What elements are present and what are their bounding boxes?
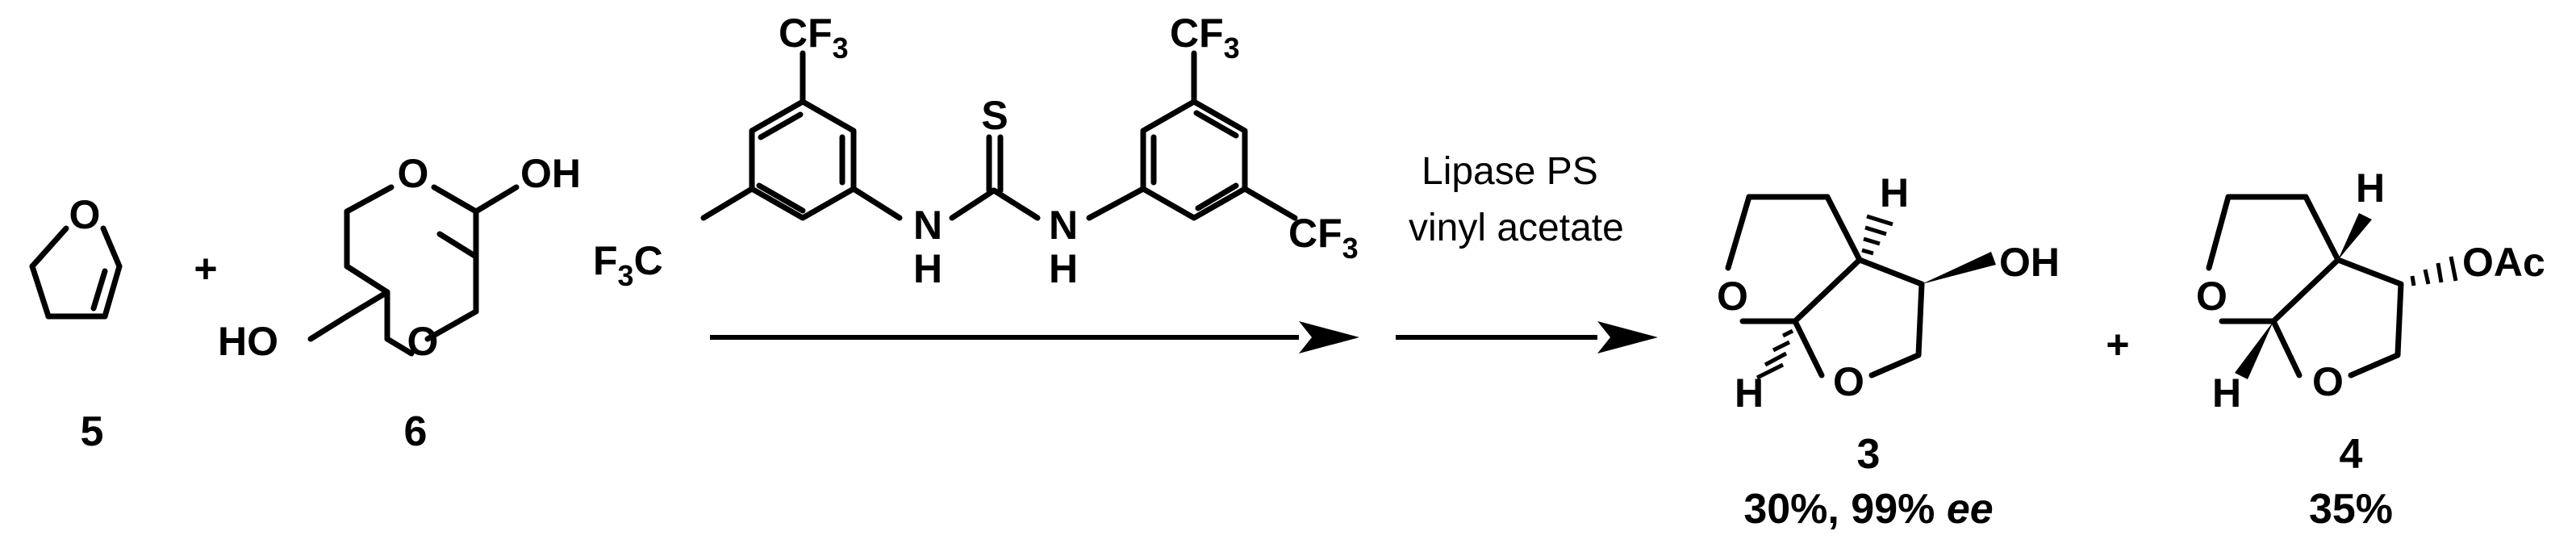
cf3-group: CF3 (1288, 211, 1359, 265)
atom-hydrogen: H (1735, 370, 1764, 416)
atom-oxygen: O (2312, 359, 2344, 404)
atom-nitrogen: N (913, 203, 942, 248)
atom-oxygen-top: O (398, 151, 429, 196)
atom-hydrogen: H (1880, 170, 1909, 215)
atom-oxygen: O (1833, 359, 1864, 404)
compound-3-yield: 30%, 99% ee (1743, 486, 1993, 533)
f3c-group: F3C (593, 238, 663, 292)
compound-4-yield: 35% (2309, 486, 2393, 533)
compound-5-structure: O (29, 192, 123, 320)
compound-3-structure: H OH H O O (1717, 170, 2060, 416)
compound-4-label: 4 (2340, 431, 2363, 478)
compound-6-structure: O O OH HO (218, 151, 581, 364)
reaction-arrow (710, 321, 1359, 353)
atom-hydrogen: H (1049, 246, 1078, 291)
reagent-vinyl-acetate: vinyl acetate (1409, 207, 1624, 249)
atom-oxygen: O (69, 192, 101, 237)
cf3-group: CF3 (779, 10, 849, 65)
plus-sign: + (194, 246, 217, 291)
atom-nitrogen: N (1049, 203, 1078, 248)
atom-hydrogen: H (913, 246, 942, 291)
hydroxyl-group: OH (1999, 240, 2060, 285)
compound-4-structure: H OAc H O O (2196, 165, 2545, 416)
hydroxyl-left: HO (218, 319, 278, 364)
thiourea-catalyst-structure: CF3 CF3 F3C CF3 S N H N H (593, 10, 1359, 292)
atom-hydrogen: H (2356, 165, 2385, 211)
acetoxy-group: OAc (2462, 240, 2545, 285)
atom-hydrogen: H (2212, 370, 2241, 416)
compound-3-label: 3 (1857, 431, 1881, 478)
atom-oxygen-bottom: O (407, 319, 439, 364)
atom-oxygen: O (1717, 274, 1748, 319)
atom-oxygen: O (2196, 274, 2227, 319)
cf3-group: CF3 (1170, 10, 1240, 65)
compound-5-label: 5 (81, 408, 104, 455)
plus-sign: + (2106, 322, 2129, 367)
reaction-arrow (1396, 321, 1658, 353)
atom-sulfur: S (981, 93, 1008, 138)
reagent-lipase: Lipase PS (1422, 150, 1598, 193)
hydroxyl-right: OH (520, 151, 581, 196)
compound-6-label: 6 (404, 408, 428, 455)
